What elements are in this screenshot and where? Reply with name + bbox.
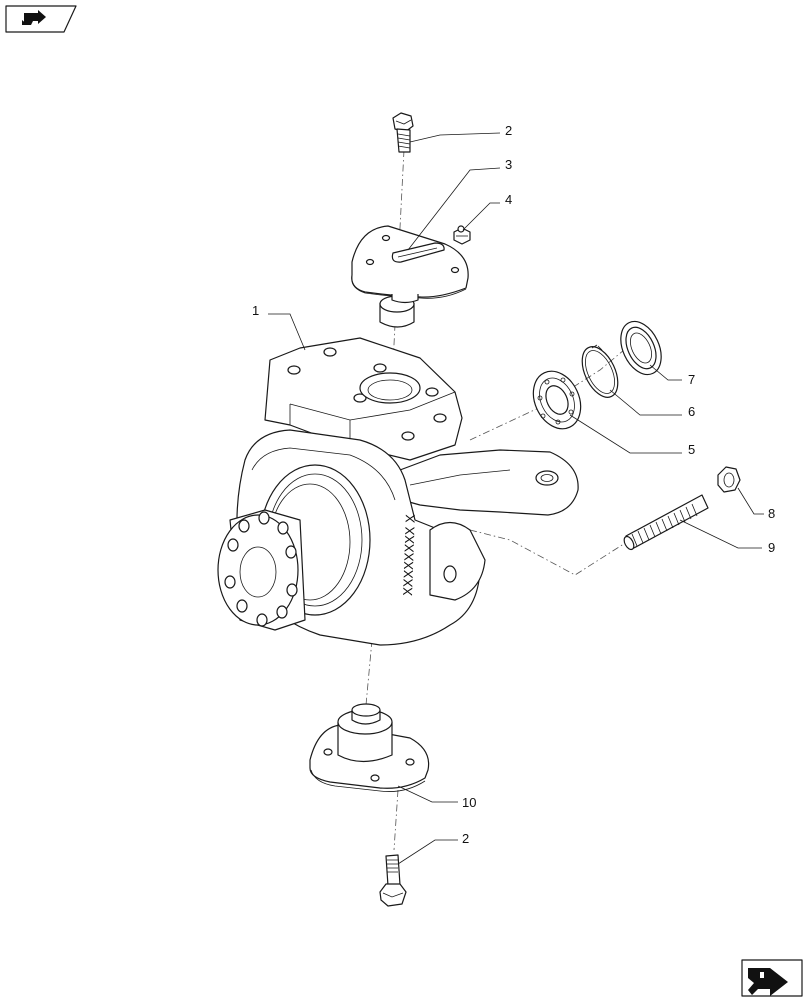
bolt-upper bbox=[392, 112, 414, 153]
callout-3: 3 bbox=[407, 157, 512, 251]
callout-2-bottom: 2 bbox=[397, 831, 469, 865]
callout-number: 6 bbox=[688, 404, 695, 419]
callout-number: 5 bbox=[688, 442, 695, 457]
callout-number: 9 bbox=[768, 540, 775, 555]
callout-7: 7 bbox=[649, 364, 695, 387]
callout-number: 10 bbox=[462, 795, 476, 810]
callout-4: 4 bbox=[462, 192, 512, 231]
callout-5: 5 bbox=[569, 414, 695, 457]
callout-number: 2 bbox=[505, 123, 512, 138]
bearing bbox=[532, 370, 582, 430]
callout-6: 6 bbox=[609, 389, 695, 419]
next-page-icon[interactable] bbox=[741, 959, 803, 997]
callout-10: 10 bbox=[397, 785, 476, 810]
bolt-axis bbox=[469, 529, 631, 576]
snap-ring bbox=[581, 344, 619, 398]
steering-knuckle: XXXXXXXX X bbox=[217, 337, 579, 646]
callout-8: 8 bbox=[737, 487, 775, 521]
callout-number: 3 bbox=[505, 157, 512, 172]
callout-number: 2 bbox=[462, 831, 469, 846]
casting-mark-text: XXXXXXXX X bbox=[400, 514, 418, 596]
callout-number: 4 bbox=[505, 192, 512, 207]
upper-cover-plate bbox=[351, 225, 469, 328]
callout-number: 8 bbox=[768, 506, 775, 521]
grease-nipple bbox=[453, 225, 471, 245]
hex-nut bbox=[717, 466, 741, 493]
center-axis-bottom bbox=[393, 789, 399, 851]
threaded-stud bbox=[623, 494, 709, 551]
prev-page-icon[interactable] bbox=[5, 5, 77, 33]
callout-2-top: 2 bbox=[409, 123, 512, 143]
callout-9: 9 bbox=[679, 519, 775, 555]
bolt-lower bbox=[379, 854, 407, 907]
callout-number: 1 bbox=[252, 303, 259, 318]
seal-ring bbox=[620, 320, 662, 376]
callout-number: 7 bbox=[688, 372, 695, 387]
callout-1: 1 bbox=[252, 303, 306, 351]
lower-cover-plate bbox=[309, 703, 430, 792]
center-axis-lower bbox=[365, 639, 373, 706]
